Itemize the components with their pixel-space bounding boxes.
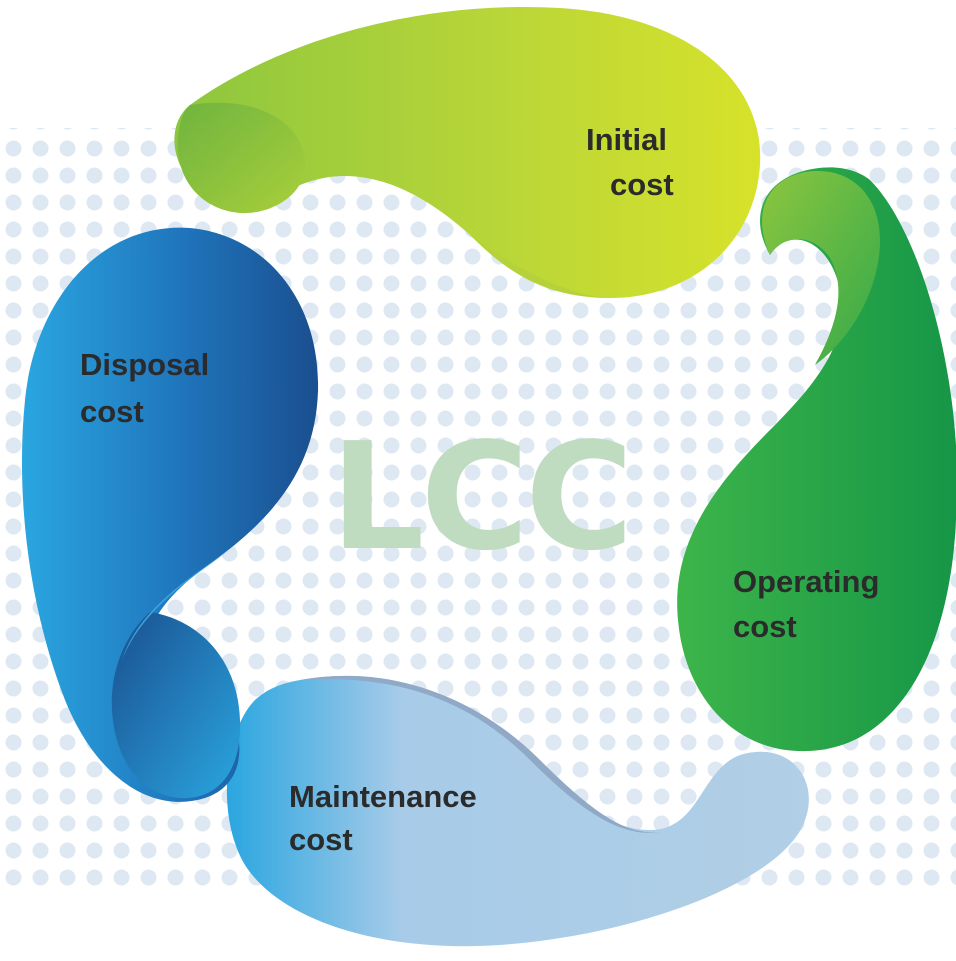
maintenance-label-line2: cost [289,822,353,857]
disposal-label-line1: Disposal [80,347,209,382]
initial-label-line2: cost [610,167,674,202]
segment-operating [677,167,956,752]
label-disposal: Disposal cost [80,347,209,429]
center-label-lcc: LCC [330,411,630,583]
disposal-label-line2: cost [80,394,144,429]
label-maintenance: Maintenance cost [289,779,477,857]
label-operating: Operating cost [733,564,879,644]
operating-label-line1: Operating [733,564,879,599]
segment-initial [174,6,761,299]
segment-disposal [21,227,319,802]
label-initial: Initial cost [586,122,674,202]
operating-label-line2: cost [733,609,797,644]
maintenance-label-line1: Maintenance [289,779,477,814]
segment-maintenance [226,675,809,947]
initial-label-line1: Initial [586,122,667,157]
